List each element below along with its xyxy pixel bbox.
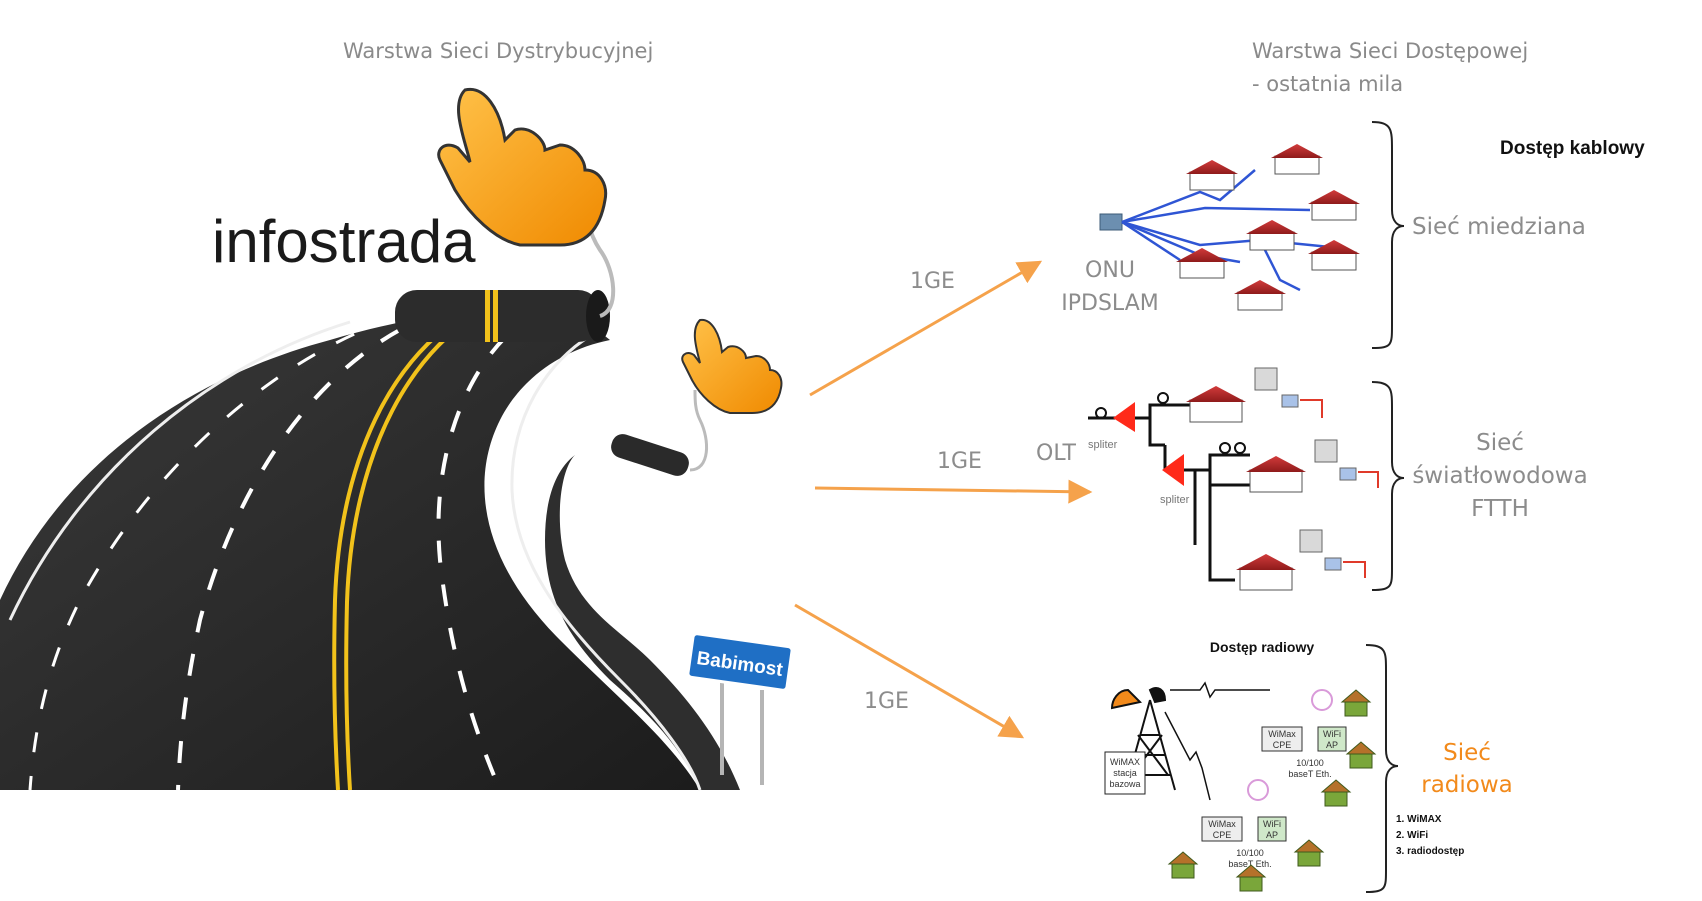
arrow-copper — [809, 260, 1043, 397]
computer-icon — [1254, 367, 1323, 418]
fiber-network-label: światłowodowa — [1412, 463, 1587, 489]
splitter-icon — [1162, 454, 1184, 486]
eth-label: 10/100 — [1236, 848, 1264, 858]
house-icon — [1271, 144, 1323, 175]
copper-heading: Dostęp kablowy — [1500, 138, 1645, 159]
ap-label: WiFi — [1323, 729, 1341, 739]
fiber-network-label: FTTH — [1471, 496, 1529, 522]
house-icon — [1293, 839, 1325, 867]
house-icon — [1308, 240, 1360, 271]
eth-label: baseT Eth. — [1228, 859, 1271, 869]
splitter-label: spliter — [1160, 494, 1190, 506]
paint-roller-small — [611, 389, 709, 476]
base-station-label: stacja — [1113, 768, 1137, 778]
arrow-fiber — [814, 479, 1093, 504]
radio-access-section: Dostęp radiowy WiMAX stacja bazowa WiMax… — [1104, 639, 1513, 893]
radio-list-item: 1. WiMAX — [1396, 814, 1442, 825]
house-icon — [1308, 190, 1360, 221]
splitter-label: spliter — [1088, 439, 1118, 451]
radio-list-item: 3. radiodostęp — [1396, 846, 1464, 857]
pointer-hand-icon — [681, 318, 783, 414]
house-icon — [1246, 456, 1306, 493]
house-icon — [1167, 851, 1199, 879]
link-label: 1GE — [937, 449, 982, 474]
house-icon — [1186, 386, 1246, 423]
house-icon — [1176, 248, 1228, 279]
radio-list-item: 2. WiFi — [1396, 830, 1428, 841]
eth-label: baseT Eth. — [1288, 769, 1331, 779]
copper-access-section: Dostęp kablowy ONU IPDSLAM Sieć miedzian… — [1061, 121, 1645, 349]
cpe-label: CPE — [1213, 830, 1232, 840]
distribution-layer-header: Warstwa Sieci Dystrybucyjnej — [343, 39, 653, 63]
ap-label: WiFi — [1263, 819, 1281, 829]
eth-label: 10/100 — [1296, 758, 1324, 768]
cpe-label: CPE — [1273, 740, 1292, 750]
arrow-radio — [794, 603, 1025, 739]
house-icon — [1340, 689, 1372, 717]
copper-bracket — [1371, 121, 1405, 349]
cpe-label: WiMax — [1268, 729, 1296, 739]
fiber-bracket — [1371, 381, 1405, 591]
copper-network-label: Sieć miedziana — [1412, 214, 1586, 240]
ap-label: AP — [1326, 740, 1338, 750]
fiber-network-label: Sieć — [1476, 430, 1524, 456]
radio-network-label: radiowa — [1421, 772, 1513, 798]
house-icon — [1320, 779, 1352, 807]
house-icon — [1236, 554, 1296, 591]
ap-label: AP — [1266, 830, 1278, 840]
cpe-box-2: WiMax CPE WiFi AP 10/100 baseT Eth. — [1201, 779, 1287, 869]
computer-icon — [1314, 439, 1379, 488]
onu-device-icon — [1099, 213, 1123, 231]
radio-heading: Dostęp radiowy — [1210, 639, 1314, 655]
paint-roller-large — [395, 214, 616, 342]
side-road — [545, 455, 740, 790]
ipdslam-label: IPDSLAM — [1061, 291, 1158, 316]
link-label: 1GE — [864, 689, 909, 714]
road-illustration: Babimost — [0, 87, 794, 791]
house-icon — [1235, 864, 1267, 892]
pointer-hand-icon — [437, 87, 608, 247]
fiber-access-section: OLT spliter spliter Sieć światłowodowa F… — [1036, 367, 1588, 591]
brand-title: infostrada — [212, 208, 476, 275]
road-sign: Babimost — [686, 632, 794, 785]
onu-label: ONU — [1085, 258, 1135, 283]
access-layer-header: Warstwa Sieci Dostępowej — [1252, 39, 1528, 63]
house-icon — [1246, 220, 1298, 251]
base-station-label: bazowa — [1109, 779, 1140, 789]
link-label: 1GE — [910, 269, 955, 294]
access-layer-subheader: - ostatnia mila — [1252, 72, 1403, 96]
link-arrows: 1GE 1GE 1GE — [794, 260, 1093, 739]
house-icon — [1345, 741, 1377, 769]
radio-tower-icon — [1110, 687, 1176, 791]
house-icon — [1186, 160, 1238, 191]
computer-icon — [1299, 529, 1366, 578]
cpe-box-1: WiMax CPE WiFi AP 10/100 baseT Eth. — [1261, 689, 1347, 779]
radio-bracket — [1365, 644, 1399, 893]
radio-network-label: Sieć — [1443, 740, 1491, 766]
base-station-label: WiMAX — [1110, 757, 1140, 767]
splitter-icon — [1113, 402, 1135, 432]
house-icon — [1234, 280, 1286, 311]
olt-label: OLT — [1036, 441, 1077, 466]
cpe-label: WiMax — [1208, 819, 1236, 829]
